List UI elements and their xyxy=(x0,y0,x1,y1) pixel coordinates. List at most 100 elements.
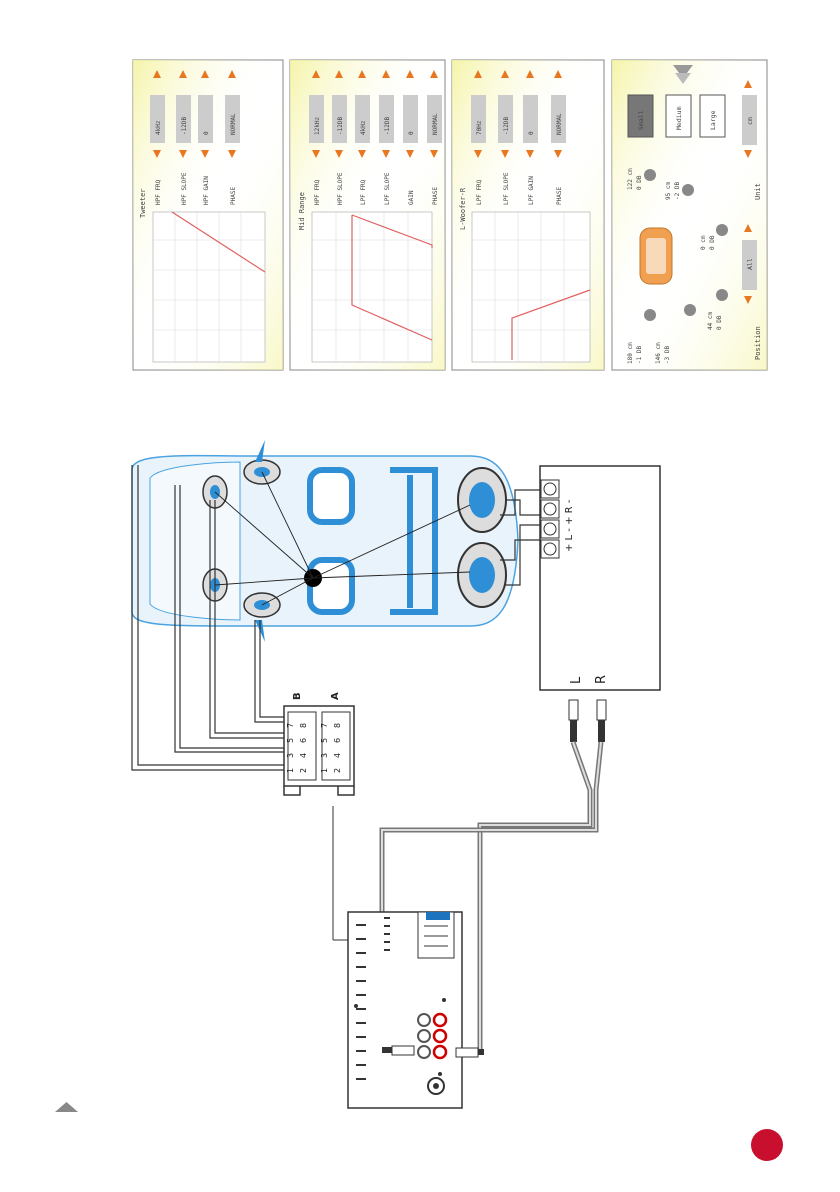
triangle-up-icon xyxy=(55,1102,78,1112)
increase-arrow-icon[interactable] xyxy=(406,70,414,78)
woofer-value[interactable]: -12DB xyxy=(503,117,510,135)
midrange-value[interactable]: -12DB xyxy=(337,117,344,135)
woofer-label: LPF GAIN xyxy=(528,176,535,205)
connector-label-a: A xyxy=(330,692,341,700)
tweeter-value[interactable]: -12DB xyxy=(181,117,188,135)
decrease-arrow-icon[interactable] xyxy=(335,150,343,158)
midrange-label: LPF FRQ xyxy=(360,179,367,205)
woofer-value[interactable]: 70Hz xyxy=(476,120,483,135)
size-large-button[interactable] xyxy=(699,94,726,138)
midrange-value[interactable]: 12kHz xyxy=(314,117,321,135)
front-seats xyxy=(307,467,355,615)
midrange-graph xyxy=(311,211,433,363)
woofer-value[interactable]: NORMAL xyxy=(556,113,563,135)
speaker-distance: 95 cm xyxy=(665,182,672,200)
decrease-arrow-icon[interactable] xyxy=(744,150,752,158)
woofer-value-box[interactable] xyxy=(498,95,513,143)
position-value-box[interactable] xyxy=(742,240,757,290)
connector-pin: 3 xyxy=(286,753,295,758)
woofer-value[interactable]: 0 xyxy=(528,131,535,135)
speaker-distance: 0 cm xyxy=(700,235,707,250)
decrease-arrow-icon[interactable] xyxy=(153,150,161,158)
increase-arrow-icon[interactable] xyxy=(501,70,509,78)
head-unit-connector xyxy=(417,911,455,959)
midrange-value-box[interactable] xyxy=(309,95,324,143)
tweeter-value[interactable]: 0 xyxy=(203,131,210,135)
midrange-label: HPF FRQ xyxy=(314,179,321,205)
decrease-arrow-icon[interactable] xyxy=(474,150,482,158)
increase-arrow-icon[interactable] xyxy=(744,80,752,88)
connector-pin: 2 xyxy=(299,768,308,773)
increase-arrow-icon[interactable] xyxy=(554,70,562,78)
midrange-value[interactable]: -12DB xyxy=(384,117,391,135)
increase-arrow-icon[interactable] xyxy=(201,70,209,78)
midrange-value-box[interactable] xyxy=(403,95,418,143)
increase-arrow-icon[interactable] xyxy=(474,70,482,78)
decrease-arrow-icon[interactable] xyxy=(179,150,187,158)
decrease-arrow-icon[interactable] xyxy=(744,296,752,304)
decrease-arrow-icon[interactable] xyxy=(228,150,236,158)
increase-arrow-icon[interactable] xyxy=(358,70,366,78)
adjust-arrow-icons xyxy=(153,70,752,304)
decrease-arrow-icon[interactable] xyxy=(358,150,366,158)
tweeter-value[interactable]: 4kHz xyxy=(155,120,162,135)
increase-arrow-icon[interactable] xyxy=(228,70,236,78)
woofer-value-box[interactable] xyxy=(551,95,566,143)
midrange-value-box[interactable] xyxy=(379,95,394,143)
head-unit-rca-jacks xyxy=(354,998,448,1095)
tweeter-value-box[interactable] xyxy=(176,95,191,143)
woofer-value-box[interactable] xyxy=(471,95,486,143)
unit-value-box[interactable] xyxy=(742,95,757,145)
midrange-value[interactable]: 0 xyxy=(408,131,415,135)
woofer-title: L-Woofer-R xyxy=(459,187,467,230)
increase-arrow-icon[interactable] xyxy=(312,70,320,78)
car-diagram xyxy=(131,440,519,642)
midrange-value[interactable]: NORMAL xyxy=(432,113,439,135)
tweeter-value-box[interactable] xyxy=(150,95,165,143)
decrease-arrow-icon[interactable] xyxy=(554,150,562,158)
decrease-arrow-icon[interactable] xyxy=(501,150,509,158)
decrease-arrow-icon[interactable] xyxy=(430,150,438,158)
rca-cable xyxy=(332,699,607,1050)
position-value: All xyxy=(746,258,754,270)
connector-pin: 8 xyxy=(299,723,308,728)
speaker-distance: 180 cm xyxy=(627,342,634,364)
midrange-value[interactable]: 4kHz xyxy=(360,120,367,135)
size-medium-label: Medium xyxy=(675,106,683,130)
right-woofer xyxy=(457,542,507,608)
increase-arrow-icon[interactable] xyxy=(430,70,438,78)
increase-arrow-icon[interactable] xyxy=(526,70,534,78)
left-mirror xyxy=(255,440,265,462)
speaker-gain: -3 DB xyxy=(664,346,671,364)
decrease-arrow-icon[interactable] xyxy=(201,150,209,158)
increase-arrow-icon[interactable] xyxy=(179,70,187,78)
connector-pin: 7 xyxy=(320,723,329,728)
tweeter-value-box[interactable] xyxy=(225,95,240,143)
size-small-label: Small xyxy=(637,110,645,130)
size-medium-button[interactable] xyxy=(665,94,692,138)
decrease-arrow-icon[interactable] xyxy=(406,150,414,158)
amp-terminal-labels: + L - + R - xyxy=(564,499,575,552)
tweeter-value[interactable]: NORMAL xyxy=(230,113,237,135)
connector-pin: 7 xyxy=(286,723,295,728)
decrease-arrow-icon[interactable] xyxy=(312,150,320,158)
connector-pin: 6 xyxy=(333,738,342,743)
speaker-gain: 0 DB xyxy=(636,175,643,190)
size-large-label: Large xyxy=(709,110,717,130)
decrease-arrow-icon[interactable] xyxy=(526,150,534,158)
woofer-value-box[interactable] xyxy=(523,95,538,143)
increase-arrow-icon[interactable] xyxy=(382,70,390,78)
midrange-value-box[interactable] xyxy=(427,95,442,143)
increase-arrow-icon[interactable] xyxy=(335,70,343,78)
size-small-button[interactable] xyxy=(627,94,654,138)
midrange-label: HPF SLOPE xyxy=(337,172,344,205)
tweeter-value-box[interactable] xyxy=(198,95,213,143)
connector-pin: 4 xyxy=(299,753,308,758)
midrange-value-box[interactable] xyxy=(332,95,347,143)
tweeter-label: PHASE xyxy=(230,187,237,205)
midrange-value-box[interactable] xyxy=(355,95,370,143)
midrange-label: LPF SLOPE xyxy=(384,172,391,205)
increase-arrow-icon[interactable] xyxy=(153,70,161,78)
decrease-arrow-icon[interactable] xyxy=(382,150,390,158)
increase-arrow-icon[interactable] xyxy=(744,224,752,232)
